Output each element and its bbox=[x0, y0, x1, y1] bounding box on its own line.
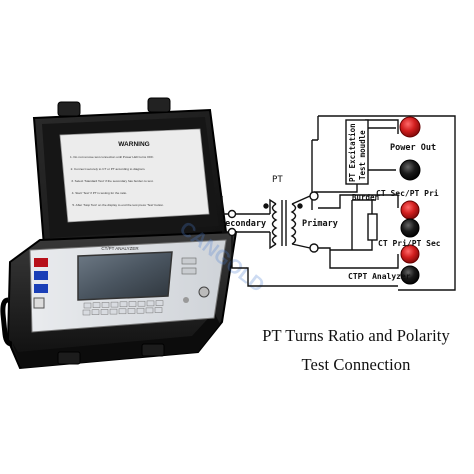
ct-pri-red-terminal bbox=[400, 244, 420, 264]
burden-resistor bbox=[367, 213, 378, 241]
keypad bbox=[82, 300, 164, 316]
keypad-key bbox=[154, 307, 163, 313]
power-out-red-terminal bbox=[399, 116, 421, 138]
pt-excitation-line2: Test moudle bbox=[358, 130, 367, 180]
secondary-coil bbox=[271, 203, 278, 245]
keypad-key bbox=[155, 300, 164, 306]
panel-label: CT/PT ANALYZER bbox=[101, 246, 139, 251]
secondary-label: Secondary bbox=[220, 219, 266, 229]
warning-text-lines: 1. Do not remove test connection until P… bbox=[70, 155, 164, 207]
keypad-key bbox=[92, 302, 101, 308]
wiring-diagram bbox=[221, 115, 456, 291]
burden-label: Burden bbox=[352, 193, 379, 202]
analyzer-black-terminal bbox=[400, 265, 420, 285]
warning-line: 5. After 'Stop Test' on the display to e… bbox=[72, 203, 164, 207]
keypad-key bbox=[136, 307, 145, 314]
lcd-screen bbox=[77, 251, 173, 301]
keypad-key bbox=[146, 300, 155, 307]
keypad-key bbox=[83, 302, 92, 309]
ctpt-analyzer-label: CTPT Analyzer bbox=[348, 272, 411, 281]
analyzer-device: WARNING 1. Do not remove test connection… bbox=[0, 97, 268, 370]
device-case: CT/PT ANALYZER bbox=[0, 230, 238, 370]
ct-sec-pt-pri-label: CT Sec/PT Pri bbox=[376, 188, 439, 198]
ct-pri-pt-sec-label: CT Pri/PT Sec bbox=[378, 238, 441, 248]
pt-excitation-line1: PT Excitation bbox=[348, 123, 357, 182]
device-lid: WARNING 1. Do not remove test connection… bbox=[32, 97, 228, 248]
power-out-label: Power Out bbox=[390, 143, 436, 153]
device-terminals bbox=[33, 258, 48, 309]
diagram-labels: PT Secondary Primary PT Excitation Test … bbox=[220, 123, 441, 281]
keypad-key bbox=[137, 300, 146, 307]
power-out-black-terminal bbox=[399, 159, 421, 181]
keypad-key bbox=[109, 308, 118, 315]
keypad-key bbox=[127, 308, 136, 314]
keypad-key bbox=[128, 301, 137, 307]
warning-line: 4. Start 'Test' if PT is testing for the… bbox=[72, 191, 127, 195]
keypad-key bbox=[91, 309, 100, 315]
ct-sec-red-terminal bbox=[400, 200, 420, 220]
warning-line: 2. Connect securely to CT or PT accordin… bbox=[71, 167, 146, 171]
caption-line-1: PT Turns Ratio and Polarity bbox=[262, 326, 450, 345]
pt-label: PT bbox=[272, 175, 283, 185]
warning-line: 1. Do not remove test connection until P… bbox=[70, 155, 154, 159]
keypad-key bbox=[82, 309, 91, 316]
warning-line: 3. Select 'Standard Test' if the seconda… bbox=[71, 179, 153, 183]
keypad-key bbox=[118, 308, 127, 315]
ct-sec-black-terminal bbox=[400, 218, 420, 238]
primary-coil bbox=[290, 203, 297, 245]
keypad-key bbox=[110, 301, 119, 308]
warning-title: WARNING bbox=[118, 141, 149, 148]
diagram-terminals bbox=[399, 116, 421, 285]
keypad-key bbox=[100, 309, 109, 315]
keypad-key bbox=[119, 301, 128, 308]
keypad-key bbox=[101, 302, 110, 308]
caption-line-2: Test Connection bbox=[301, 355, 411, 374]
keypad-key bbox=[145, 307, 154, 314]
primary-label: Primary bbox=[302, 218, 338, 229]
warning-label: WARNING 1. Do not remove test connection… bbox=[59, 128, 210, 223]
control-buttons bbox=[181, 257, 210, 303]
